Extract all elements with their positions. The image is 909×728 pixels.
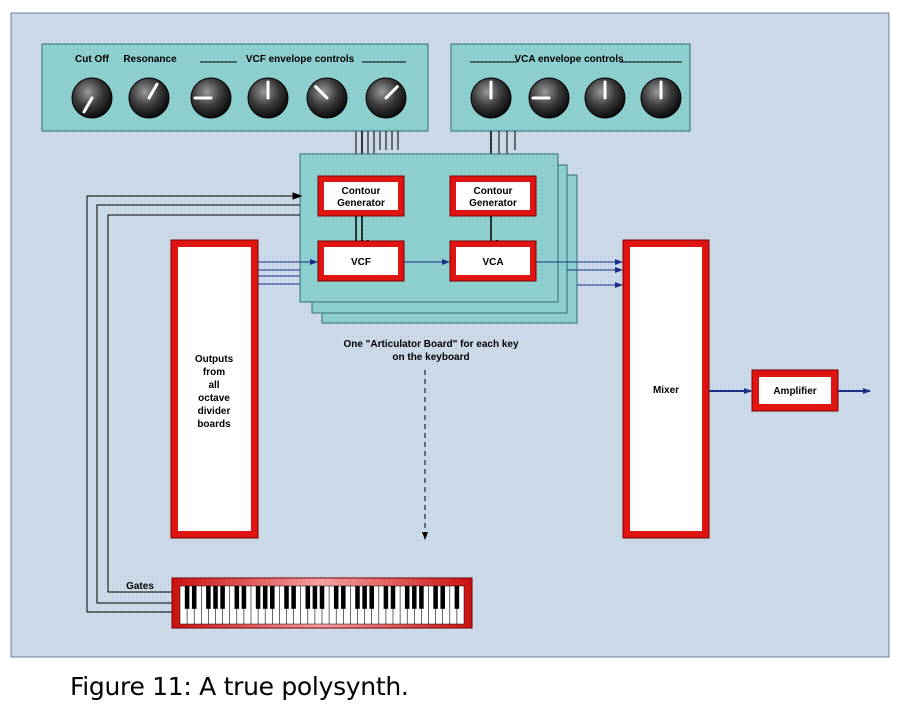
vca-attack-knob bbox=[470, 77, 512, 119]
black-key bbox=[291, 586, 296, 609]
outputs-to-board-lines bbox=[258, 259, 318, 285]
black-key bbox=[184, 586, 190, 609]
articulator-note-line1: One "Articulator Board" for each key bbox=[343, 339, 519, 350]
black-key bbox=[433, 586, 438, 609]
vca-sustain-knob bbox=[584, 77, 626, 119]
black-key bbox=[404, 586, 410, 609]
vcf-release-knob bbox=[365, 77, 407, 119]
black-key bbox=[270, 586, 275, 609]
knob-group bbox=[71, 77, 682, 119]
figure-caption: Figure 11: A true polysynth. bbox=[70, 672, 409, 701]
vcf-envelope-label: VCF envelope controls bbox=[246, 54, 355, 65]
outputs-line6: boards bbox=[197, 419, 231, 430]
black-key bbox=[369, 586, 374, 609]
vca-envelope-label: VCA envelope controls bbox=[514, 54, 624, 65]
vca-contour-line1: Contour bbox=[474, 186, 513, 197]
black-key bbox=[312, 586, 318, 609]
black-key bbox=[206, 586, 211, 609]
black-key bbox=[255, 586, 261, 609]
resonance-knob bbox=[128, 77, 170, 119]
black-key bbox=[284, 586, 289, 609]
black-key bbox=[390, 586, 396, 609]
black-key bbox=[440, 586, 445, 609]
black-key bbox=[241, 586, 247, 609]
vcf-sustain-knob bbox=[306, 77, 348, 119]
vcf-decay-knob bbox=[247, 77, 289, 119]
black-key bbox=[454, 586, 460, 609]
black-key bbox=[412, 586, 417, 609]
amplifier-label: Amplifier bbox=[773, 386, 816, 397]
black-key bbox=[333, 586, 339, 609]
amplifier-block: Amplifier bbox=[751, 369, 839, 412]
outputs-line2: from bbox=[203, 367, 225, 378]
outputs-line1: Outputs bbox=[195, 354, 234, 365]
mixer-block: Mixer bbox=[622, 239, 710, 539]
vcf-attack-knob bbox=[190, 77, 232, 119]
keyboard bbox=[171, 577, 473, 629]
outputs-line3: all bbox=[208, 380, 219, 391]
vca-decay-knob bbox=[528, 77, 570, 119]
black-key bbox=[213, 586, 218, 609]
cutoff-knob bbox=[71, 77, 113, 119]
vca-release-knob bbox=[640, 77, 682, 119]
vca-contour-line2: Generator bbox=[469, 198, 517, 209]
resonance-label: Resonance bbox=[123, 54, 177, 65]
contour-to-module-arrows bbox=[356, 216, 491, 244]
outputs-line5: divider bbox=[198, 406, 231, 417]
vca-label: VCA bbox=[482, 257, 503, 268]
black-key bbox=[319, 586, 325, 609]
outputs-line4: octave bbox=[198, 393, 230, 404]
articulator-note-line2: on the keyboard bbox=[392, 352, 469, 363]
black-key bbox=[220, 586, 225, 609]
outputs-block: Outputs from all octave divider boards bbox=[170, 239, 259, 539]
vcf-contour-line2: Generator bbox=[337, 198, 385, 209]
black-key bbox=[234, 586, 240, 609]
vca-contour-generator: Contour Generator bbox=[449, 175, 537, 217]
black-key bbox=[355, 586, 360, 609]
dashed-arrow-head bbox=[422, 532, 428, 540]
black-key bbox=[191, 586, 197, 609]
gate-wires bbox=[86, 192, 303, 613]
black-key bbox=[419, 586, 424, 609]
vca-module: VCA bbox=[449, 240, 537, 282]
black-key bbox=[383, 586, 389, 609]
mixer-label: Mixer bbox=[653, 385, 679, 396]
black-key bbox=[341, 586, 346, 609]
vcf-module: VCF bbox=[317, 240, 405, 282]
black-key bbox=[262, 586, 268, 609]
board-to-mixer-lines bbox=[536, 259, 623, 288]
gates-label: Gates bbox=[126, 581, 154, 592]
black-key bbox=[305, 586, 311, 609]
black-key bbox=[362, 586, 367, 609]
cutoff-label: Cut Off bbox=[75, 54, 110, 65]
vcf-label: VCF bbox=[351, 257, 371, 268]
vcf-contour-generator: Contour Generator bbox=[317, 175, 405, 217]
vcf-contour-line1: Contour bbox=[342, 186, 381, 197]
